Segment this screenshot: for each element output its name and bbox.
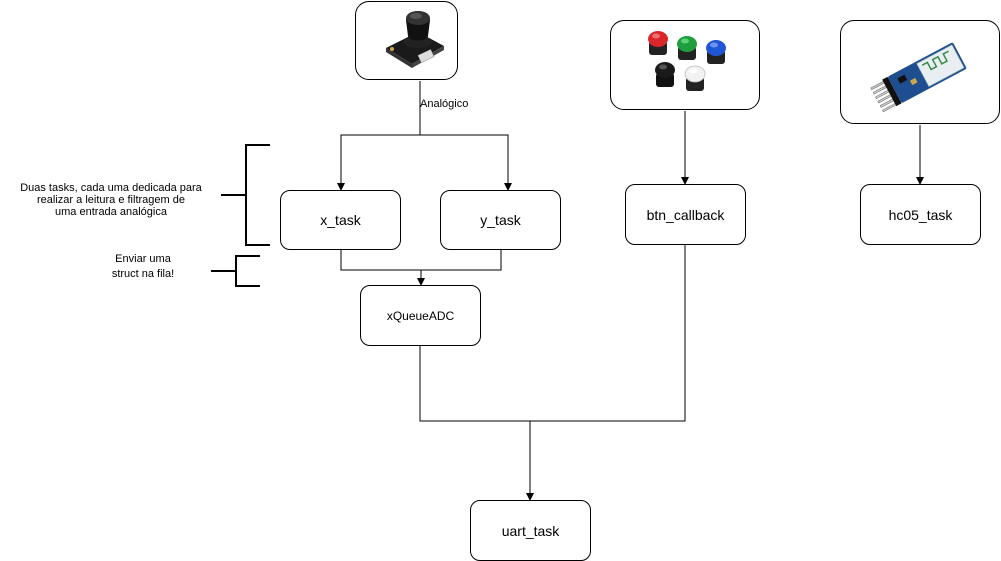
btn-callback-node: btn_callback: [625, 184, 746, 245]
joystick-image-node: [355, 1, 458, 80]
edge-split-y-task: [420, 134, 512, 191]
xqueueadc-node: xQueueADC: [360, 285, 481, 346]
queue-note: Enviar uma struct na fila!: [111, 253, 175, 280]
tasks-note: Duas tasks, cada uma dedicada para reali…: [20, 182, 202, 218]
push-buttons-icon: [648, 31, 726, 91]
y-task-node: y_task: [440, 190, 561, 250]
analogico-label: Analógico: [420, 98, 469, 110]
uart-task-node: uart_task: [470, 500, 591, 561]
joystick-icon: [386, 11, 444, 68]
queue-bracket: [211, 255, 260, 287]
edge-queue-uart: [419, 346, 530, 422]
edge-joystick-split: [337, 81, 421, 191]
bluetooth-image-node: [840, 20, 1000, 124]
tasks-bracket: [221, 144, 270, 246]
buttons-image-node: [610, 20, 760, 110]
hc05-module-icon: [870, 42, 967, 113]
x-task-node: x_task: [280, 190, 401, 250]
edge-x-task-queue: [340, 250, 502, 271]
hc05-task-node: hc05_task: [860, 184, 981, 245]
edge-btn-callback-uart: [530, 245, 686, 422]
